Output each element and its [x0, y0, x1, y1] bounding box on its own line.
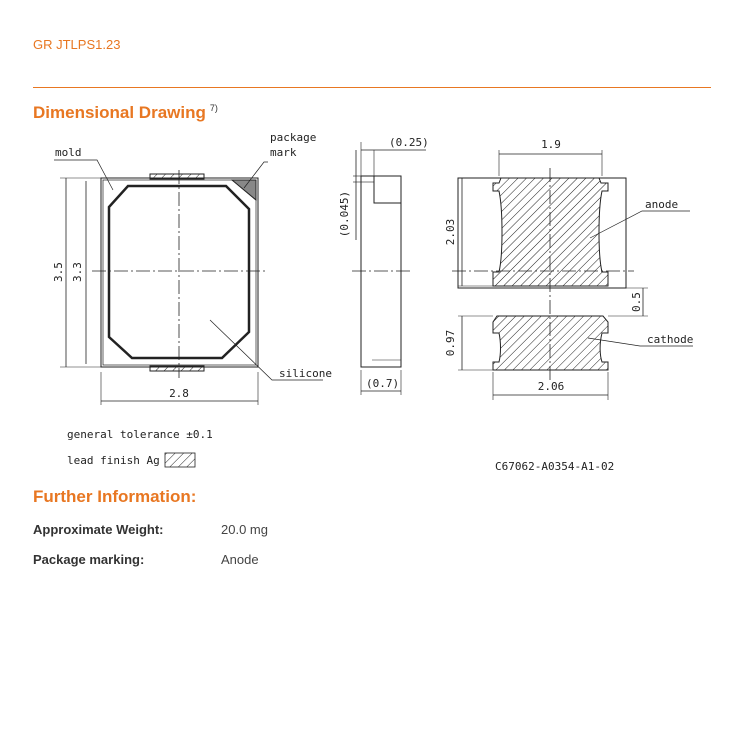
mold-label: mold: [55, 146, 82, 159]
dim-3-5: 3.5: [52, 262, 65, 282]
dim-0-97: 0.97: [444, 330, 457, 357]
top-lead-tab: [149, 173, 205, 180]
bottom-view: [452, 150, 693, 400]
further-information-title: Further Information:: [33, 487, 197, 506]
weight-label: Approximate Weight:: [33, 522, 164, 537]
side-view-outline: [360, 175, 402, 368]
package-mark-triangle: [230, 179, 257, 202]
weight-value: 20.0 mg: [221, 522, 268, 537]
cathode-label: cathode: [647, 333, 693, 346]
lead-finish-swatch: [164, 452, 196, 468]
package-mark-label-line2: mark: [270, 146, 297, 159]
lead-finish-note: lead finish Ag: [67, 454, 160, 467]
dim-2-06: 2.06: [538, 380, 565, 393]
drawing-id: C67062-A0354-A1-02: [495, 460, 614, 473]
general-tolerance-note: general tolerance ±0.1: [67, 428, 213, 441]
dim-0-045: (0.045): [338, 191, 351, 237]
cathode-pad: [492, 315, 609, 371]
dimensional-drawing-title-text: Dimensional Drawing: [33, 103, 206, 122]
silicone-label: silicone: [279, 367, 332, 380]
dim-3-3: 3.3: [71, 262, 84, 282]
dim-2-8: 2.8: [169, 387, 189, 400]
footnote-marker: 7): [209, 103, 218, 114]
header-divider: [33, 87, 711, 88]
dim-0-7: (0.7): [366, 377, 399, 390]
dim-0-25: (0.25): [389, 136, 429, 149]
anode-label: anode: [645, 198, 678, 211]
dim-0-5: 0.5: [630, 292, 643, 312]
side-view: [352, 142, 426, 395]
silicone-lens: [107, 184, 251, 360]
package-mark-label-line1: package: [270, 131, 316, 144]
anode-pad: [492, 177, 609, 287]
dim-2-03: 2.03: [444, 219, 457, 246]
marking-value: Anode: [221, 552, 259, 567]
marking-label: Package marking:: [33, 552, 145, 567]
top-view-outline: [100, 177, 259, 368]
bottom-lead-tab: [149, 365, 205, 372]
document-code: GR JTLPS1.23: [33, 37, 121, 52]
top-view: [54, 159, 323, 405]
dimensional-drawing: mold package mark silicone 3.5 3.3 2.8 (…: [52, 131, 693, 473]
dim-1-9: 1.9: [541, 138, 561, 151]
